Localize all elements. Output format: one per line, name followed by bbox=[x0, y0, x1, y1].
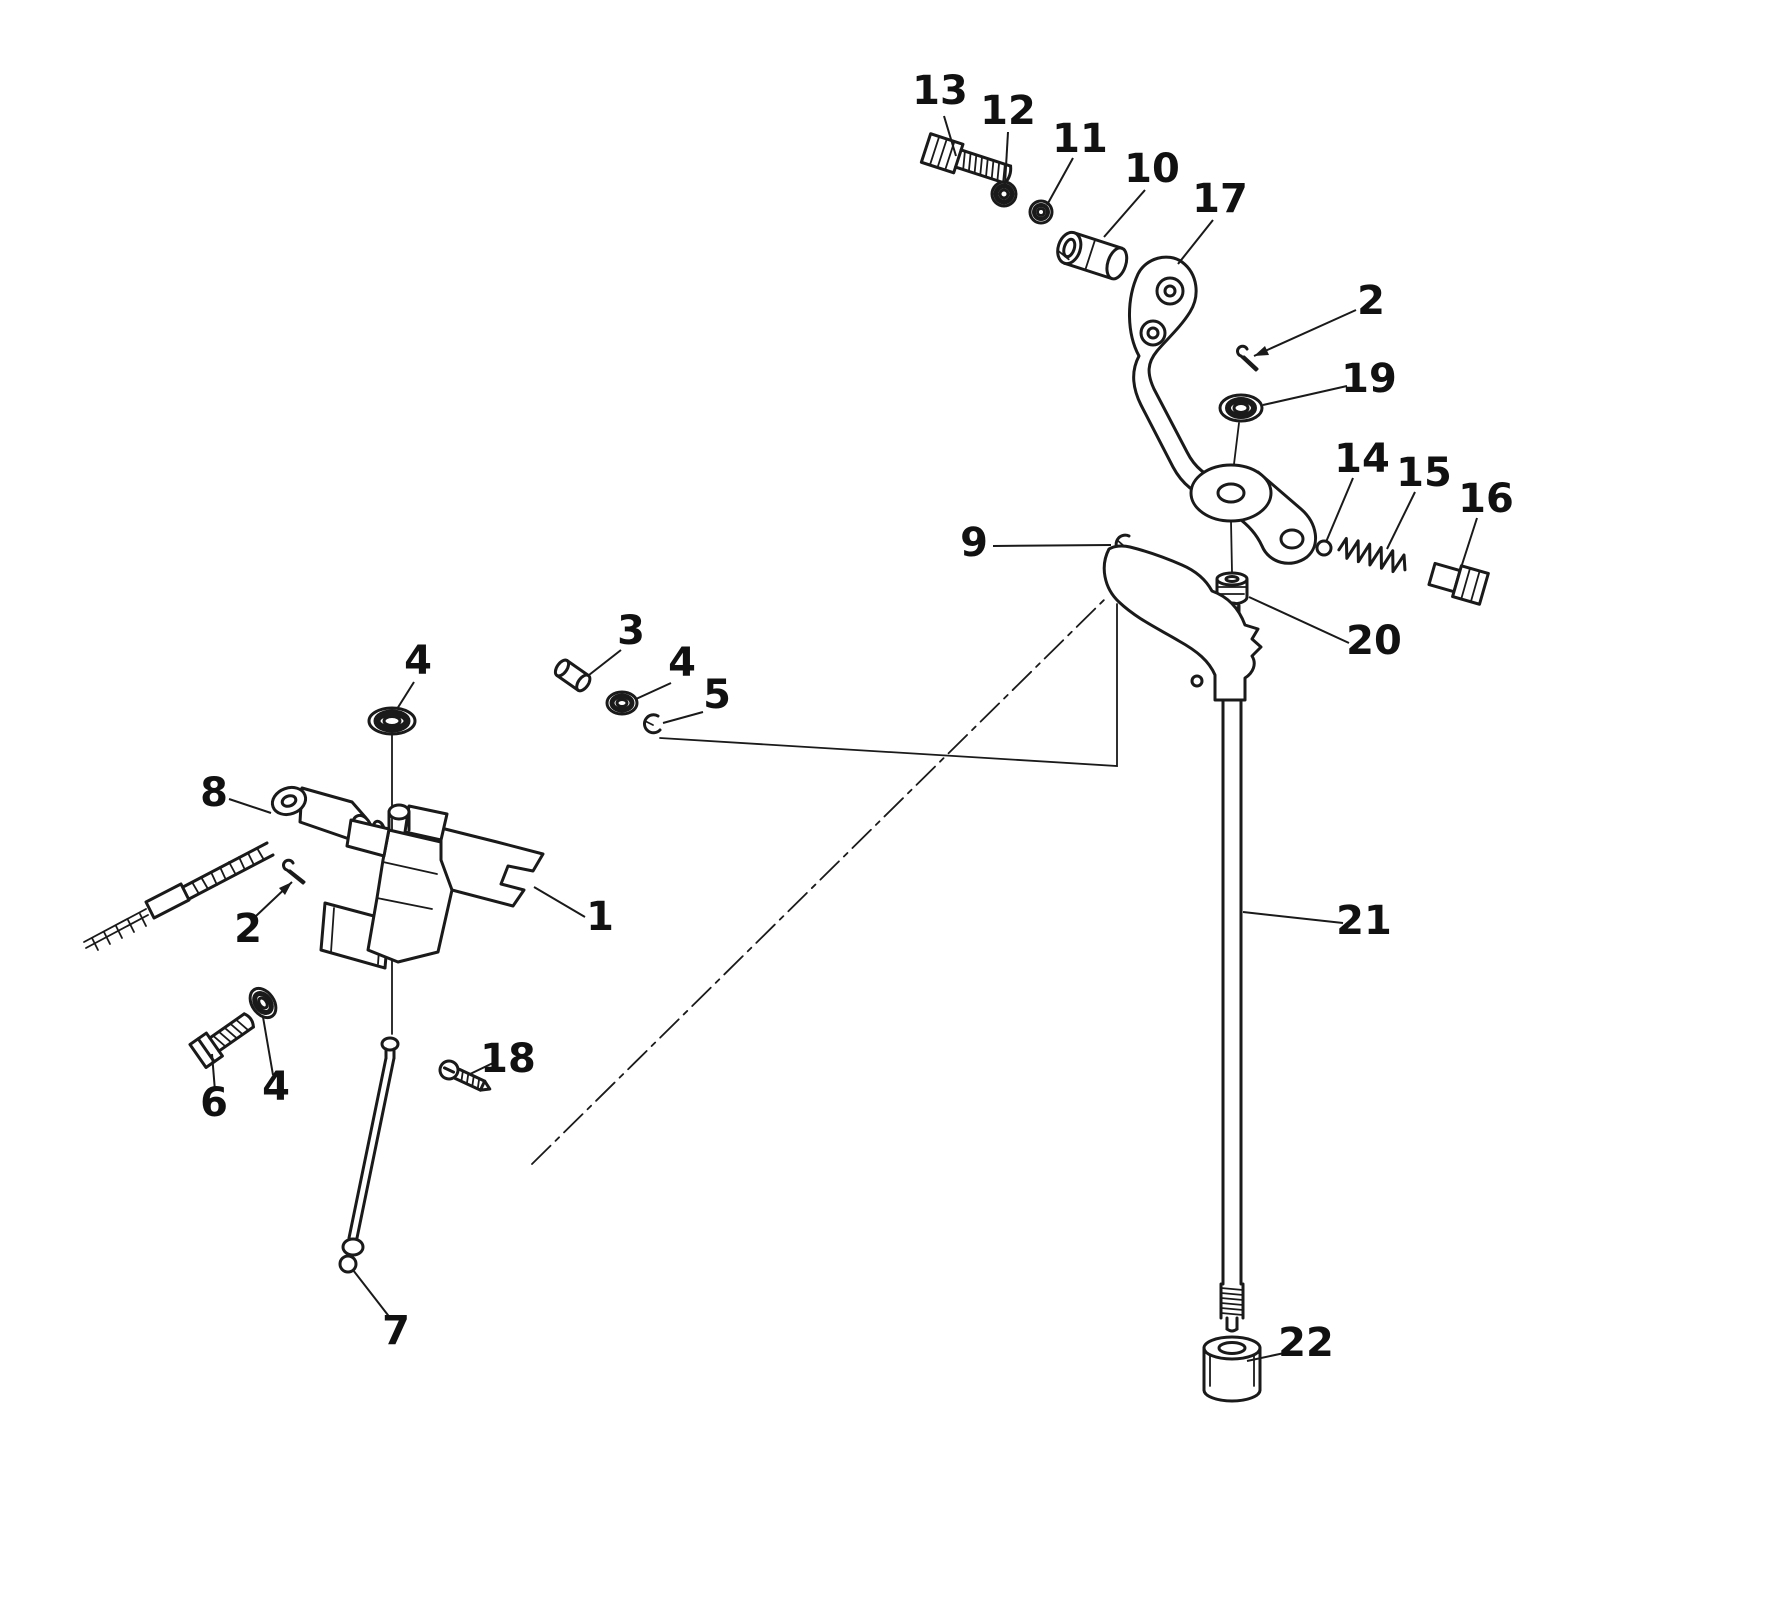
plug-16 bbox=[1427, 561, 1490, 606]
callout-label-4-mid: 4 bbox=[668, 640, 696, 686]
callout-20: 20 bbox=[1248, 596, 1402, 664]
callout-label-12: 12 bbox=[980, 88, 1036, 134]
callout-label-9: 9 bbox=[960, 520, 988, 566]
shift-lever-1 bbox=[319, 803, 545, 970]
callout-14: 14 bbox=[1325, 436, 1390, 543]
link-rod-7 bbox=[338, 1036, 400, 1274]
screw-18 bbox=[438, 1059, 492, 1092]
callout-label-2-left: 2 bbox=[234, 906, 262, 952]
callout-5: 5 bbox=[662, 672, 731, 724]
throttle-cable bbox=[83, 841, 275, 951]
clip-5 bbox=[642, 713, 662, 735]
callout-label-15: 15 bbox=[1396, 450, 1452, 496]
ball-14 bbox=[1315, 539, 1333, 557]
callout-label-13: 13 bbox=[912, 68, 968, 114]
callout-label-17: 17 bbox=[1192, 176, 1248, 222]
callout-label-4-top: 4 bbox=[404, 638, 432, 684]
callouts: 13 12 11 10 17 2 19 14 bbox=[200, 68, 1514, 1366]
callout-12: 12 bbox=[980, 88, 1036, 185]
washer-4-bottom bbox=[248, 986, 278, 1020]
diagram-linework bbox=[83, 132, 1490, 1403]
callout-label-2-upper: 2 bbox=[1357, 278, 1385, 324]
cotter-pin-2-upper bbox=[1236, 344, 1259, 372]
callout-label-7: 7 bbox=[382, 1308, 410, 1354]
clamp-10 bbox=[1056, 230, 1129, 281]
callout-label-3: 3 bbox=[617, 608, 645, 654]
callout-22: 22 bbox=[1246, 1320, 1334, 1366]
callout-label-22: 22 bbox=[1278, 1320, 1334, 1366]
washer-12 bbox=[990, 180, 1018, 208]
callout-16: 16 bbox=[1458, 476, 1514, 575]
callout-9: 9 bbox=[960, 520, 1112, 566]
washer-4-mid bbox=[605, 690, 639, 716]
callout-2-left: 2 bbox=[234, 881, 293, 952]
coupler-22 bbox=[1202, 1335, 1262, 1403]
callout-label-21: 21 bbox=[1336, 898, 1392, 944]
callout-21: 21 bbox=[1242, 898, 1392, 944]
callout-label-10: 10 bbox=[1124, 146, 1180, 192]
callout-11: 11 bbox=[1046, 116, 1108, 206]
callout-7: 7 bbox=[352, 1269, 410, 1354]
callout-8: 8 bbox=[200, 770, 272, 816]
bracket-17 bbox=[1128, 255, 1317, 573]
callout-label-20: 20 bbox=[1346, 618, 1402, 664]
callout-2-upper: 2 bbox=[1253, 278, 1385, 357]
callout-15: 15 bbox=[1386, 450, 1452, 550]
spring-15 bbox=[1337, 536, 1407, 574]
callout-3: 3 bbox=[588, 608, 645, 676]
callout-label-4-bottom: 4 bbox=[262, 1064, 290, 1110]
bolt-6 bbox=[188, 1012, 255, 1069]
callout-19: 19 bbox=[1262, 356, 1397, 406]
callout-label-6: 6 bbox=[200, 1080, 228, 1126]
callout-4-mid: 4 bbox=[635, 640, 696, 700]
callout-13: 13 bbox=[912, 68, 968, 157]
callout-label-8: 8 bbox=[200, 770, 228, 816]
callout-label-18: 18 bbox=[480, 1036, 536, 1082]
callout-4-top: 4 bbox=[396, 638, 432, 710]
callout-6: 6 bbox=[200, 1053, 228, 1126]
washer-11 bbox=[1028, 199, 1054, 225]
callout-label-5: 5 bbox=[703, 672, 731, 718]
callout-label-19: 19 bbox=[1341, 356, 1397, 402]
callout-18: 18 bbox=[467, 1036, 536, 1082]
callout-10: 10 bbox=[1103, 146, 1180, 238]
callout-17: 17 bbox=[1177, 176, 1248, 265]
callout-label-16: 16 bbox=[1458, 476, 1514, 522]
washer-4-top bbox=[367, 706, 417, 736]
shaft-21 bbox=[1219, 698, 1245, 1333]
callout-label-11: 11 bbox=[1052, 116, 1108, 162]
cotter-pin-2-left bbox=[282, 858, 306, 885]
shift-cam-arm bbox=[1102, 544, 1263, 702]
callout-1: 1 bbox=[533, 886, 614, 940]
callout-label-14: 14 bbox=[1334, 436, 1390, 482]
washer-19 bbox=[1218, 393, 1264, 465]
pin-3 bbox=[553, 658, 592, 693]
callout-4-bottom: 4 bbox=[262, 1016, 290, 1110]
callout-label-1: 1 bbox=[586, 894, 614, 940]
